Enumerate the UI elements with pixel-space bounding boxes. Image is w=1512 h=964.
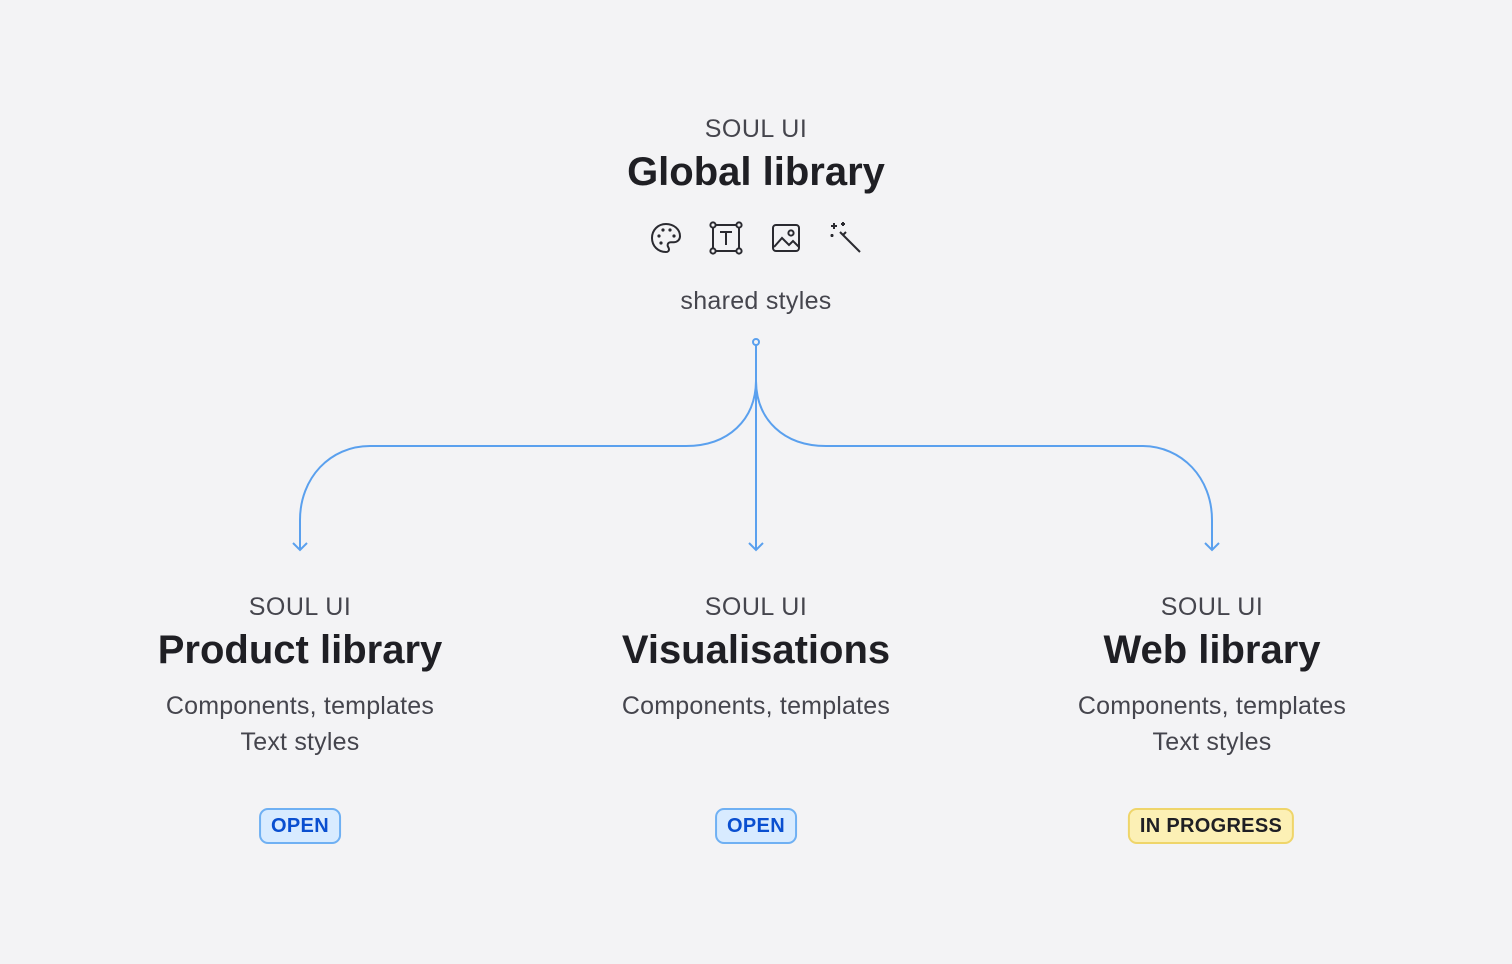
product-library-desc-line2: Text styles bbox=[240, 728, 360, 756]
magic-wand-icon bbox=[830, 222, 861, 253]
image-icon bbox=[772, 224, 800, 252]
visualisations-eyebrow: SOUL UI bbox=[704, 593, 808, 621]
web-library-card: SOUL UI Web library Components, template… bbox=[1078, 592, 1346, 760]
web-library-eyebrow: SOUL UI bbox=[1160, 593, 1264, 621]
connector-right bbox=[755, 379, 1213, 549]
product-library-status-badge: OPEN bbox=[259, 808, 341, 844]
text-frame-icon bbox=[709, 221, 743, 255]
arrowhead-right bbox=[1204, 542, 1220, 552]
shared-style-icons bbox=[648, 220, 864, 256]
web-library-title: Web library bbox=[1103, 628, 1321, 672]
product-library-eyebrow: SOUL UI bbox=[248, 593, 352, 621]
arrowhead-center bbox=[748, 542, 764, 552]
visualisations-title: Visualisations bbox=[621, 628, 891, 672]
connector-origin-dot bbox=[752, 338, 760, 346]
visualisations-desc-line1: Components, templates bbox=[621, 692, 891, 720]
global-library-eyebrow: SOUL UI bbox=[704, 115, 808, 143]
global-library-title: Global library bbox=[627, 150, 885, 194]
web-library-desc-line2: Text styles bbox=[1152, 728, 1272, 756]
product-library-card: SOUL UI Product library Components, temp… bbox=[158, 592, 443, 760]
connector-left bbox=[299, 379, 757, 549]
palette-icon bbox=[650, 222, 682, 254]
product-library-title: Product library bbox=[157, 628, 443, 672]
visualisations-status-badge: OPEN bbox=[715, 808, 797, 844]
visualisations-card: SOUL UI Visualisations Components, templ… bbox=[622, 592, 890, 724]
arrowhead-left bbox=[292, 542, 308, 552]
web-library-desc-line1: Components, templates bbox=[1077, 692, 1347, 720]
web-library-status-badge: IN PROGRESS bbox=[1127, 808, 1295, 844]
global-library-header: SOUL UI Global library bbox=[627, 114, 885, 196]
product-library-desc-line1: Components, templates bbox=[165, 692, 435, 720]
shared-styles-caption: shared styles bbox=[680, 287, 832, 315]
